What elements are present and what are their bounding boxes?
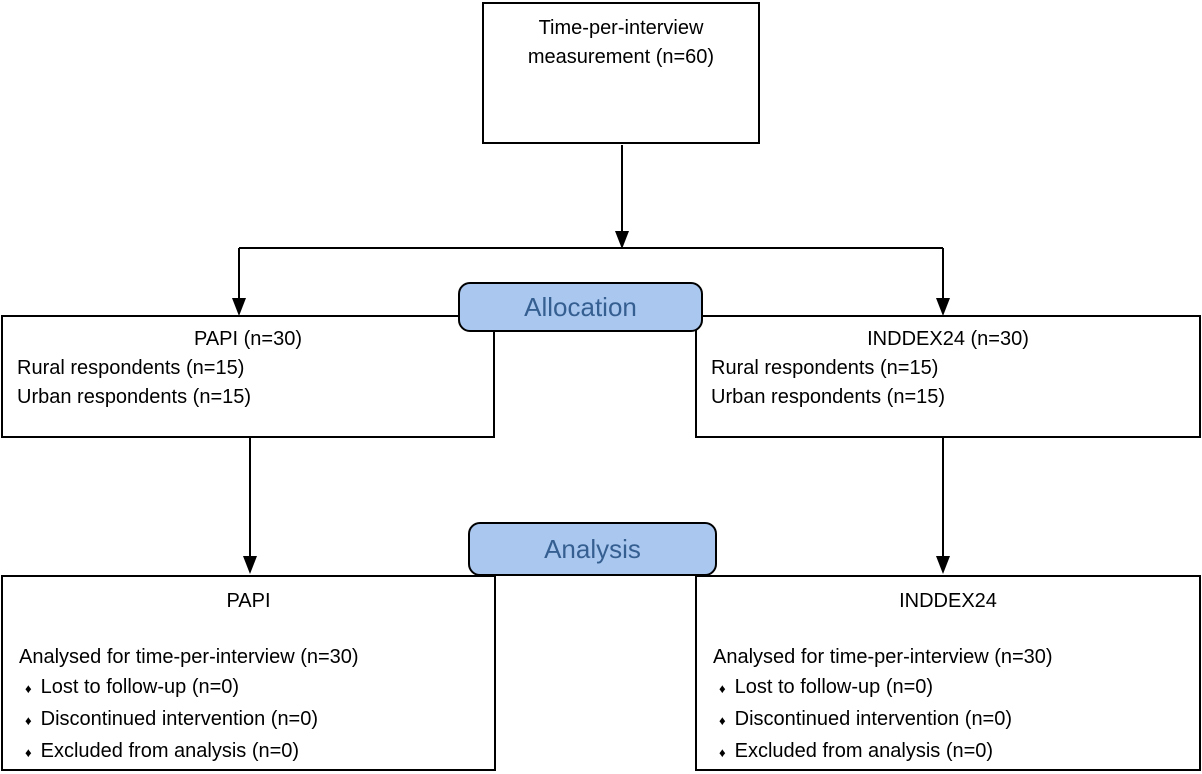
diamond-bullet-icon: ♦ (25, 681, 32, 696)
allocation-stage-label: Allocation (458, 282, 703, 332)
analysis-inddex24-bullet-discontinued-text: Discontinued intervention (n=0) (734, 708, 1013, 730)
diamond-bullet-icon: ♦ (719, 713, 726, 728)
analysis-inddex24-bullet-excluded-text: Excluded from analysis (n=0) (734, 740, 994, 762)
allocation-papi-box: PAPI (n=30) Rural respondents (n=15) Urb… (1, 315, 495, 438)
diamond-bullet-icon: ♦ (719, 745, 726, 760)
diamond-bullet-icon: ♦ (719, 681, 726, 696)
diamond-bullet-icon: ♦ (25, 713, 32, 728)
arrowhead-inddex-to-analysis (936, 556, 950, 574)
analysis-inddex24-summary: Analysed for time-per-interview (n=30) (713, 646, 1053, 668)
analysis-papi-bullet-lost-text: Lost to follow-up (n=0) (40, 676, 240, 698)
analysis-papi-bullet-discontinued-text: Discontinued intervention (n=0) (40, 708, 319, 730)
analysis-inddex24-bullet-lost-text: Lost to follow-up (n=0) (734, 676, 934, 698)
allocation-inddex24-urban-line: Urban respondents (n=15) (711, 386, 946, 408)
analysis-papi-bullet-excluded: ♦ Excluded from analysis (n=0) (3, 736, 494, 768)
allocation-papi-urban-line: Urban respondents (n=15) (17, 386, 252, 408)
analysis-stage-label: Analysis (468, 522, 717, 576)
arrowhead-top-to-split (615, 231, 629, 249)
allocation-inddex24-box: INDDEX24 (n=30) Rural respondents (n=15)… (695, 315, 1201, 438)
analysis-papi-bullet-lost: ♦ Lost to follow-up (n=0) (3, 672, 494, 704)
analysis-inddex24-bullet-excluded: ♦ Excluded from analysis (n=0) (697, 736, 1199, 768)
analysis-inddex24-bullet-lost: ♦ Lost to follow-up (n=0) (697, 672, 1199, 704)
arrowhead-split-to-inddex (936, 298, 950, 316)
arrowhead-split-to-papi (232, 298, 246, 316)
allocation-papi-title: PAPI (n=30) (193, 328, 303, 350)
allocation-inddex24-title: INDDEX24 (n=30) (867, 328, 1029, 350)
allocation-papi-rural-line: Rural respondents (n=15) (17, 357, 245, 379)
allocation-inddex24-rural-line: Rural respondents (n=15) (711, 357, 939, 379)
arrowhead-papi-to-analysis (243, 556, 257, 574)
analysis-papi-title: PAPI (226, 590, 271, 612)
analysis-papi-bullet-discontinued: ♦ Discontinued intervention (n=0) (3, 704, 494, 736)
analysis-stage-label-text: Analysis (544, 533, 641, 564)
analysis-papi-summary: Analysed for time-per-interview (n=30) (19, 646, 359, 668)
enrollment-box: Time-per-interview measurement (n=60) (482, 2, 760, 144)
analysis-papi-bullet-excluded-text: Excluded from analysis (n=0) (40, 740, 300, 762)
analysis-inddex24-title: INDDEX24 (899, 590, 997, 612)
diamond-bullet-icon: ♦ (25, 745, 32, 760)
analysis-inddex24-box: INDDEX24 Analysed for time-per-interview… (695, 575, 1201, 771)
enrollment-box-text: Time-per-interview measurement (n=60) (527, 17, 715, 68)
analysis-papi-box: PAPI Analysed for time-per-interview (n=… (1, 575, 496, 771)
analysis-inddex24-bullet-discontinued: ♦ Discontinued intervention (n=0) (697, 704, 1199, 736)
allocation-stage-label-text: Allocation (524, 291, 637, 322)
